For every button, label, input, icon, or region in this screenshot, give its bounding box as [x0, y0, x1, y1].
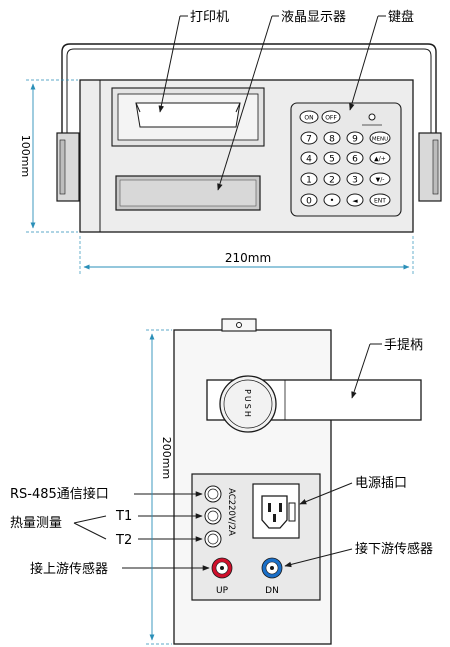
- key-dot[interactable]: •: [323, 193, 341, 207]
- front-view: ON OFF 7 8 9 MENU 4 5 6 ▲/+ 1 2 3 ▼/- 0 …: [19, 9, 442, 274]
- downstream-label: 接下游传感器: [355, 541, 433, 557]
- svg-text:9: 9: [352, 135, 358, 145]
- power-inlet[interactable]: [252, 483, 300, 539]
- svg-text:MENU: MENU: [372, 137, 388, 143]
- keypad: ON OFF 7 8 9 MENU 4 5 6 ▲/+ 1 2 3 ▼/- 0 …: [299, 110, 391, 207]
- back-height-label: 200mm: [160, 437, 173, 479]
- lcd-leader: [217, 15, 273, 191]
- push-text: PUSH: [243, 389, 252, 419]
- key-6[interactable]: 6: [346, 151, 364, 165]
- lcd-label: 液晶显示器: [281, 10, 346, 25]
- svg-text:5: 5: [329, 155, 335, 165]
- key-menu[interactable]: MENU: [369, 131, 391, 145]
- up-text: UP: [216, 586, 229, 596]
- svg-text:◄: ◄: [352, 197, 358, 205]
- key-4[interactable]: 4: [300, 151, 318, 165]
- key-7[interactable]: 7: [300, 131, 318, 145]
- key-5[interactable]: 5: [323, 151, 341, 165]
- svg-text:0: 0: [306, 197, 312, 207]
- up-connector[interactable]: [211, 557, 233, 579]
- back-view: PUSH AC220V/2A: [10, 318, 433, 645]
- front-handle: [61, 43, 437, 140]
- svg-text:7: 7: [306, 135, 312, 145]
- key-8[interactable]: 8: [323, 131, 341, 145]
- key-on[interactable]: ON: [299, 110, 319, 124]
- key-down-minus[interactable]: ▼/-: [369, 172, 391, 186]
- printer-label: 打印机: [190, 10, 229, 25]
- heat-label: 热量测量: [10, 516, 62, 531]
- key-9[interactable]: 9: [346, 131, 364, 145]
- keypad-leader: [349, 15, 379, 111]
- keypad-panel: [290, 102, 402, 217]
- rs485-socket[interactable]: [204, 485, 222, 503]
- handle-leader: [351, 343, 371, 399]
- key-2[interactable]: 2: [323, 172, 341, 186]
- dn-text: DN: [265, 586, 279, 596]
- push-button[interactable]: [219, 375, 277, 433]
- printer-leader: [158, 15, 181, 113]
- hang-hole: [236, 322, 242, 328]
- svg-text:▼/-: ▼/-: [376, 177, 385, 184]
- front-width-label: 210mm: [225, 251, 271, 265]
- t1-label: T1: [115, 509, 132, 524]
- svg-text:▲/+: ▲/+: [374, 156, 386, 163]
- svg-text:8: 8: [329, 135, 335, 145]
- key-left[interactable]: ◄: [346, 193, 364, 207]
- key-1[interactable]: 1: [300, 172, 318, 186]
- svg-text:2: 2: [329, 176, 335, 186]
- key-up-plus[interactable]: ▲/+: [369, 151, 391, 165]
- key-3[interactable]: 3: [346, 172, 364, 186]
- keypad-label: 键盘: [388, 9, 414, 25]
- svg-text:1: 1: [306, 176, 312, 186]
- power-label: 电源插口: [355, 476, 407, 491]
- fuse-holder[interactable]: [288, 502, 296, 522]
- key-off[interactable]: OFF: [321, 110, 341, 124]
- rs485-label: RS-485通信接口: [10, 486, 109, 502]
- power-leader: [299, 482, 353, 505]
- t1-socket[interactable]: [204, 507, 222, 525]
- downstream-leader: [284, 548, 353, 568]
- svg-text:6: 6: [352, 155, 358, 165]
- power-indicator: [368, 113, 376, 121]
- svg-text:4: 4: [306, 155, 312, 165]
- t2-socket[interactable]: [204, 530, 222, 548]
- svg-text:OFF: OFF: [325, 115, 337, 122]
- handle-label: 手提柄: [384, 337, 423, 353]
- svg-text:ENT: ENT: [374, 198, 386, 205]
- front-height-label: 100mm: [19, 135, 32, 177]
- svg-text:3: 3: [352, 176, 358, 186]
- svg-text:•: •: [330, 196, 335, 205]
- key-0[interactable]: 0: [300, 193, 318, 207]
- upstream-label: 接上游传感器: [30, 561, 108, 577]
- dn-connector[interactable]: [261, 557, 283, 579]
- power-rating: AC220V/2A: [226, 488, 236, 536]
- svg-text:ON: ON: [304, 115, 313, 122]
- t2-label: T2: [115, 533, 132, 548]
- key-enter[interactable]: ENT: [369, 193, 391, 207]
